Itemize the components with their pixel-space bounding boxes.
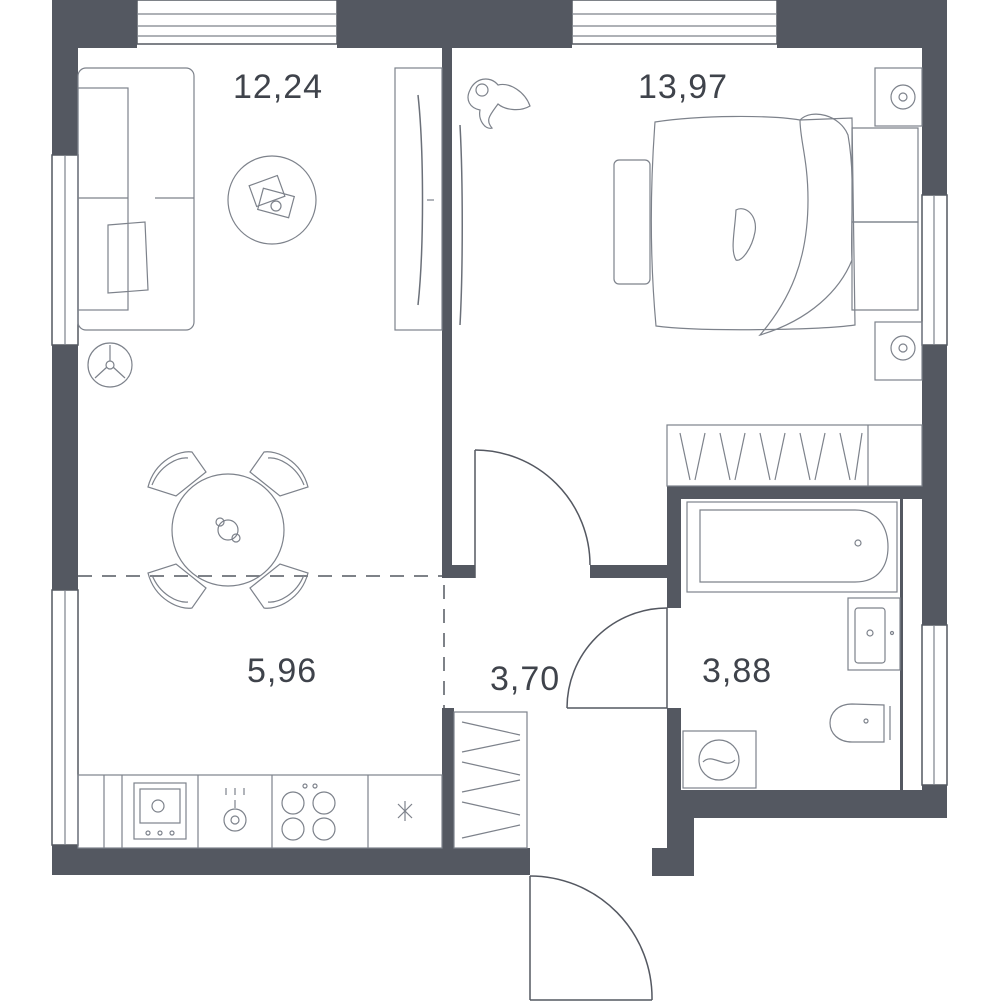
toilet: [829, 703, 891, 743]
area-label-living: 12,24: [233, 68, 323, 106]
fridge: [397, 801, 413, 821]
washing-machine: [682, 730, 757, 789]
area-label-kitchen: 5,96: [247, 652, 317, 690]
kitchen-counter: [77, 774, 443, 849]
sofa: [77, 67, 195, 331]
area-labels: 12,24 13,97 5,96 3,70 3,88: [233, 68, 772, 698]
nightstands: [874, 67, 923, 381]
dining-chairs: [147, 451, 309, 609]
door-bathroom: [566, 607, 668, 709]
coffee-table: [227, 155, 317, 245]
bench: [613, 159, 651, 285]
door-bedroom: [474, 449, 591, 578]
plant: [467, 78, 531, 129]
door-entrance: [529, 875, 653, 1001]
kitchen-sink: [223, 788, 247, 832]
area-label-hallway: 3,70: [490, 660, 560, 698]
area-label-bedroom: 13,97: [638, 68, 728, 106]
area-label-bathroom: 3,88: [702, 652, 772, 690]
bedroom-wardrobe: [666, 424, 923, 487]
bathroom-sink: [847, 597, 901, 671]
interior-walls: [442, 40, 927, 858]
window-left: [51, 154, 79, 846]
bathtub: [686, 501, 898, 593]
bed: [650, 113, 919, 337]
window-living: [136, 0, 338, 45]
hallway-wardrobe: [453, 711, 528, 849]
oven: [133, 782, 187, 840]
tv-unit: [394, 67, 443, 331]
wardrobe-mirror: [459, 124, 463, 326]
cooktop: [281, 783, 336, 841]
dining-table: [171, 473, 285, 587]
window-bedroom: [571, 0, 778, 45]
floor-lamp: [87, 342, 133, 388]
window-right: [921, 194, 948, 786]
